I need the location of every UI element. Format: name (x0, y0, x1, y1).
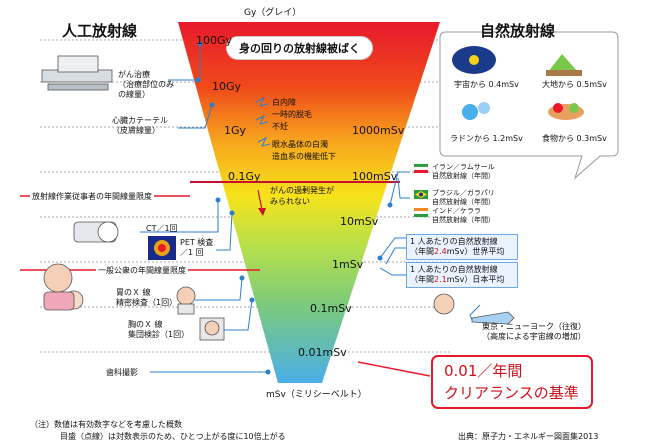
effect-lens-opacity: 眼水晶体の白濁 (272, 140, 328, 149)
brazil-flag-icon (414, 190, 428, 199)
clearance-label: クリアランスの基準 (444, 384, 579, 402)
japan-average-pre: 1 人あたりの自然放射線 （年間 (410, 265, 498, 284)
india-flag-icon (413, 208, 429, 217)
bottom-unit-label: mSv（ミリシーベルト） (266, 390, 367, 400)
japan-average-post: mSv）日本平均 (446, 275, 505, 284)
iran-label: イラン／ラムサール 自然放射線（年間） (432, 163, 495, 180)
scale-msv-100: 100mSv (352, 170, 398, 183)
patient-illustration-1 (176, 286, 196, 315)
brazil-label: ブラジル／ガラパリ 自然放射線（年間） (432, 189, 495, 206)
iran-flag-icon (413, 164, 429, 173)
effect-infertility: 不妊 (272, 122, 288, 131)
natural-radon-label: ラドンから 1.2mSv (450, 134, 523, 143)
mother-child-illustration (43, 263, 84, 311)
banner-title: 身の回りの放射線被ばく (226, 36, 373, 60)
japan-average-box: 1 人あたりの自然放射線 （年間2.1mSv）日本平均 (406, 262, 518, 288)
effect-cataract: 白内障 (272, 98, 296, 107)
stomach-xray-label: 胃のＸ 線 精密検査（1回） (116, 288, 178, 307)
scale-msv-10: 10mSv (340, 215, 379, 228)
note-2: 目盛（点線）は対数表示のため、ひとつ上がる度に10倍上がる (60, 432, 286, 441)
ct-scanner-illustration (73, 221, 119, 243)
radon-illustration (462, 102, 490, 120)
effect-cancer-line2: みられない (270, 197, 310, 206)
space-illustration (452, 46, 496, 74)
effect-hematopoietic: 造血系の機能低下 (272, 152, 336, 161)
scale-gy-10: 10Gy (212, 80, 242, 93)
natural-title: 自然放射線 (480, 22, 556, 40)
scale-msv-0-01: 0.01mSv (298, 346, 347, 359)
airplane-illustration (433, 293, 515, 325)
public-limit-label: 一般公衆の年間線量限度 (96, 266, 188, 276)
treatment-machine-illustration (41, 55, 113, 91)
clearance-value: 0.01／年間 (444, 362, 523, 380)
dose-funnel (178, 22, 440, 383)
scale-gy-0-1: 0.1Gy (228, 170, 261, 183)
leader-lines-left (140, 41, 271, 375)
world-average-post: mSv）世界平均 (446, 247, 505, 256)
top-unit-label: Gy（グレイ） (244, 8, 302, 18)
japan-average-value: 2.1 (434, 275, 447, 284)
scale-gy-1: 1Gy (224, 124, 247, 137)
natural-food-label: 食物から 0.3mSv (542, 134, 607, 143)
cancer-therapy-label: がん治療 （治療部位のみ の線量） (118, 70, 174, 99)
pet-label-1: PET 検査 (180, 238, 214, 247)
flight-label: 東京・ニューヨーク（往復） （高度による宇宙線の増加） (482, 322, 586, 341)
scale-msv-0-1: 0.1mSv (310, 302, 352, 315)
scale-gy-100: 100Gy (196, 34, 233, 47)
effect-hair-loss: 一時的脱毛 (272, 110, 312, 119)
leader-lines-right (377, 171, 481, 321)
cardiac-cath-label: 心臓カテーテル （皮膚線量） (112, 116, 168, 135)
world-average-pre: 1 人あたりの自然放射線 （年間 (410, 237, 498, 256)
patient-illustration-2 (199, 317, 225, 341)
effect-cancer-line1: がんの過剰発生が (270, 186, 334, 195)
scale-msv-1000: 1000mSv (352, 124, 405, 137)
pet-scan-image (148, 236, 176, 260)
world-average-value: 2.4 (434, 247, 447, 256)
clearance-box (431, 355, 593, 409)
note-1: （注）数値は有効数字などを考慮した概数 (30, 420, 182, 429)
artificial-title: 人工放射線 (62, 22, 138, 40)
earth-illustration (546, 54, 582, 76)
pet-label-2: ／1 回 (180, 248, 204, 257)
source-note: 出典：原子力・エネルギー図面集2013 (458, 432, 599, 441)
natural-space-label: 宇宙から 0.4mSv (454, 80, 519, 89)
dental-label: 歯科撮影 (106, 368, 138, 377)
food-illustration (548, 103, 584, 120)
chest-xray-label: 胸のＸ 線 集団検診（1回） (128, 320, 190, 339)
india-label: インド／ケララ 自然放射線（年間） (432, 207, 495, 224)
ct-label: CT／1回 (146, 224, 178, 233)
natural-earth-label: 大地から 0.5mSv (542, 80, 607, 89)
world-average-box: 1 人あたりの自然放射線 （年間2.4mSv）世界平均 (406, 234, 518, 260)
worker-limit-label: 放射線作業従事者の年間線量限度 (30, 192, 154, 202)
scale-msv-1: 1mSv (332, 258, 364, 271)
